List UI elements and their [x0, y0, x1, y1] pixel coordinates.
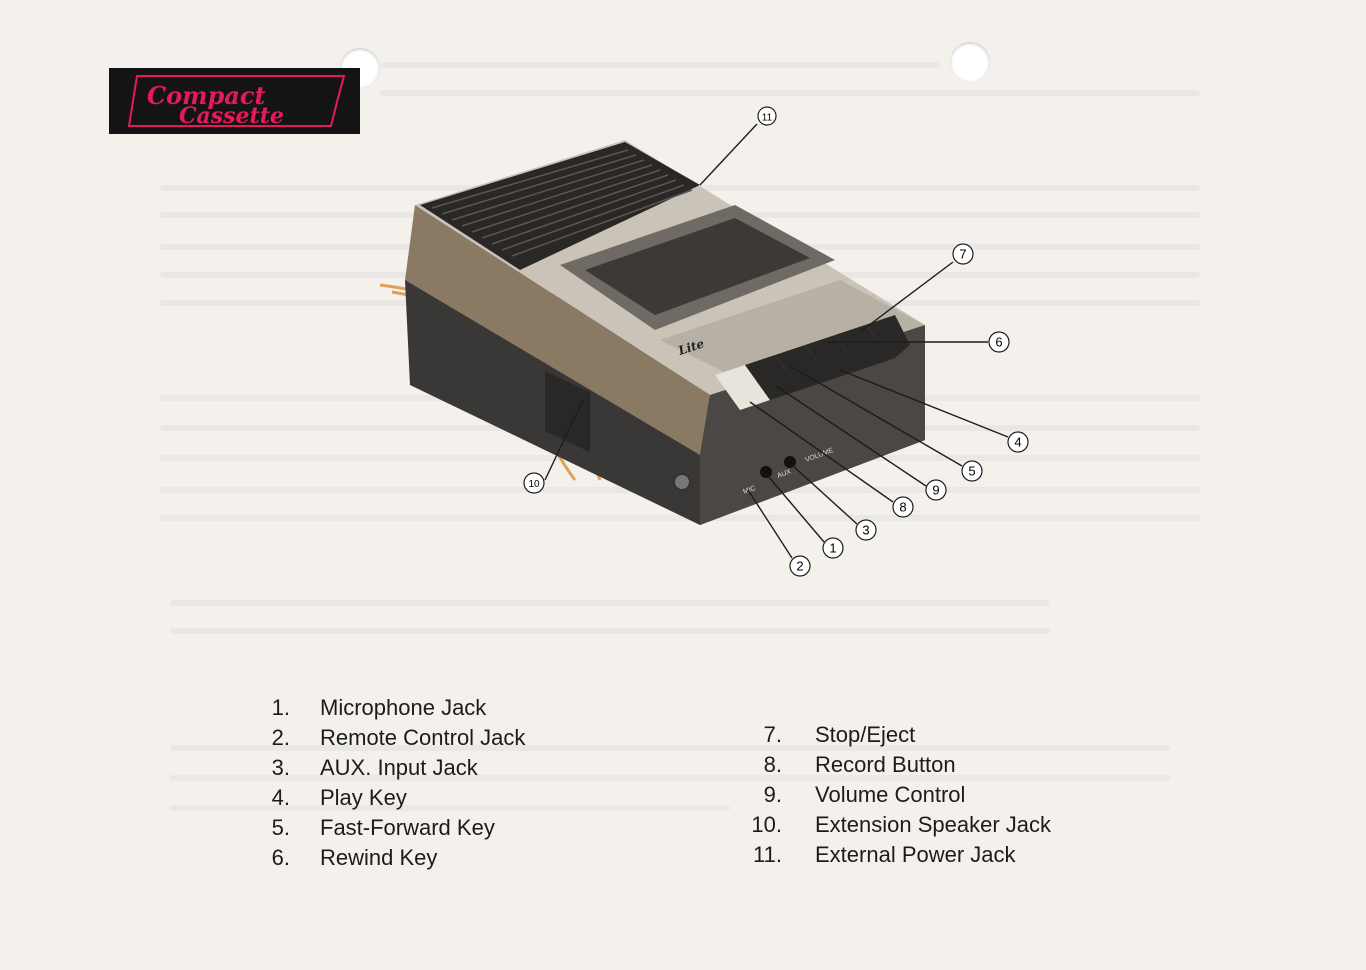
legend-item: 11. External Power Jack: [740, 840, 1100, 870]
legend-number: 6.: [271, 845, 290, 870]
svg-text:10: 10: [528, 479, 540, 490]
callout-7: 7: [952, 243, 974, 265]
svg-text:11: 11: [762, 113, 773, 124]
svg-text:8: 8: [899, 500, 906, 515]
legend-item: 8. Record Button: [740, 750, 1100, 780]
binder-hole-right: [950, 42, 990, 82]
callout-5: 5: [961, 460, 983, 482]
legend-number: 8.: [763, 752, 782, 777]
callout-8: 8: [892, 496, 914, 518]
recorder-body: Lite MIC AUX VOLUME: [405, 140, 925, 525]
svg-text:1: 1: [829, 541, 836, 556]
legend-label: Volume Control: [815, 782, 966, 807]
legend-label: Rewind Key: [320, 845, 438, 870]
legend-item: 3. AUX. Input Jack: [250, 753, 590, 783]
callout-4: 4: [1007, 431, 1029, 453]
legend-label: Stop/Eject: [815, 722, 916, 747]
callout-10: 10: [523, 472, 545, 494]
svg-text:7: 7: [959, 247, 966, 262]
callout-1: 1: [822, 537, 844, 559]
legend-item: 9. Volume Control: [740, 780, 1100, 810]
legend-label: Play Key: [320, 785, 407, 810]
jack-label-mic: MIC: [742, 485, 756, 496]
speaker-grille: [431, 149, 693, 257]
legend-label: Record Button: [815, 752, 956, 777]
legend-number: 9.: [763, 782, 782, 807]
legend-number: 4.: [271, 785, 290, 810]
legend-item: 2. Remote Control Jack: [250, 723, 590, 753]
legend-item: 10. Extension Speaker Jack: [740, 810, 1100, 840]
legend-label: Microphone Jack: [320, 695, 487, 720]
jack-label-aux: AUX: [776, 468, 792, 480]
logo-line1: Compact: [147, 81, 266, 110]
svg-text:2: 2: [796, 559, 803, 574]
legend-number: 10.: [751, 812, 782, 837]
legend-number: 7.: [763, 722, 782, 747]
legend-label: Fast-Forward Key: [320, 815, 495, 840]
svg-text:4: 4: [1014, 435, 1021, 450]
cassette-recorder-illustration: Lite MIC AUX VOLUME: [379, 106, 1029, 577]
callout-6: 6: [988, 331, 1010, 353]
legend-item: 6. Rewind Key: [250, 843, 590, 873]
callout-markers: 11 7 6 4 5 9 8 3 1 2 10: [523, 106, 1029, 577]
parts-legend-left: 1.Microphone Jack 2.Remote Control Jack …: [250, 693, 590, 873]
legend-label: External Power Jack: [815, 842, 1016, 867]
legend-label: AUX. Input Jack: [320, 755, 478, 780]
svg-text:6: 6: [995, 335, 1002, 350]
parts-legend-right: 7. Stop/Eject 8. Record Button 9. Volume Co…: [740, 720, 1100, 870]
piano-keys: [715, 315, 910, 410]
logo-line2: Cassette: [179, 103, 284, 129]
svg-text:5: 5: [968, 464, 975, 479]
legend-item: 1. Microphone Jack: [250, 693, 590, 723]
svg-text:3: 3: [862, 523, 869, 538]
callout-11: 11: [757, 106, 777, 126]
callout-9: 9: [925, 479, 947, 501]
legend-number: 5.: [271, 815, 290, 840]
legend-item: 7. Stop/Eject: [740, 720, 1100, 750]
callout-2: 2: [789, 555, 811, 577]
legend-label: Remote Control Jack: [320, 725, 526, 750]
legend-label: Extension Speaker Jack: [815, 812, 1052, 837]
legend-item: 5. Fast-Forward Key: [250, 813, 590, 843]
callout-3: 3: [855, 519, 877, 541]
legend-number: 3.: [271, 755, 290, 780]
callout-leader-lines: [544, 123, 1009, 559]
legend-number: 1.: [271, 695, 290, 720]
compact-cassette-logo: Compact Cassette: [109, 68, 360, 134]
legend-number: 11.: [753, 842, 782, 867]
legend-item: 4. Play Key: [250, 783, 590, 813]
svg-text:9: 9: [932, 483, 939, 498]
legend-number: 2.: [271, 725, 290, 750]
